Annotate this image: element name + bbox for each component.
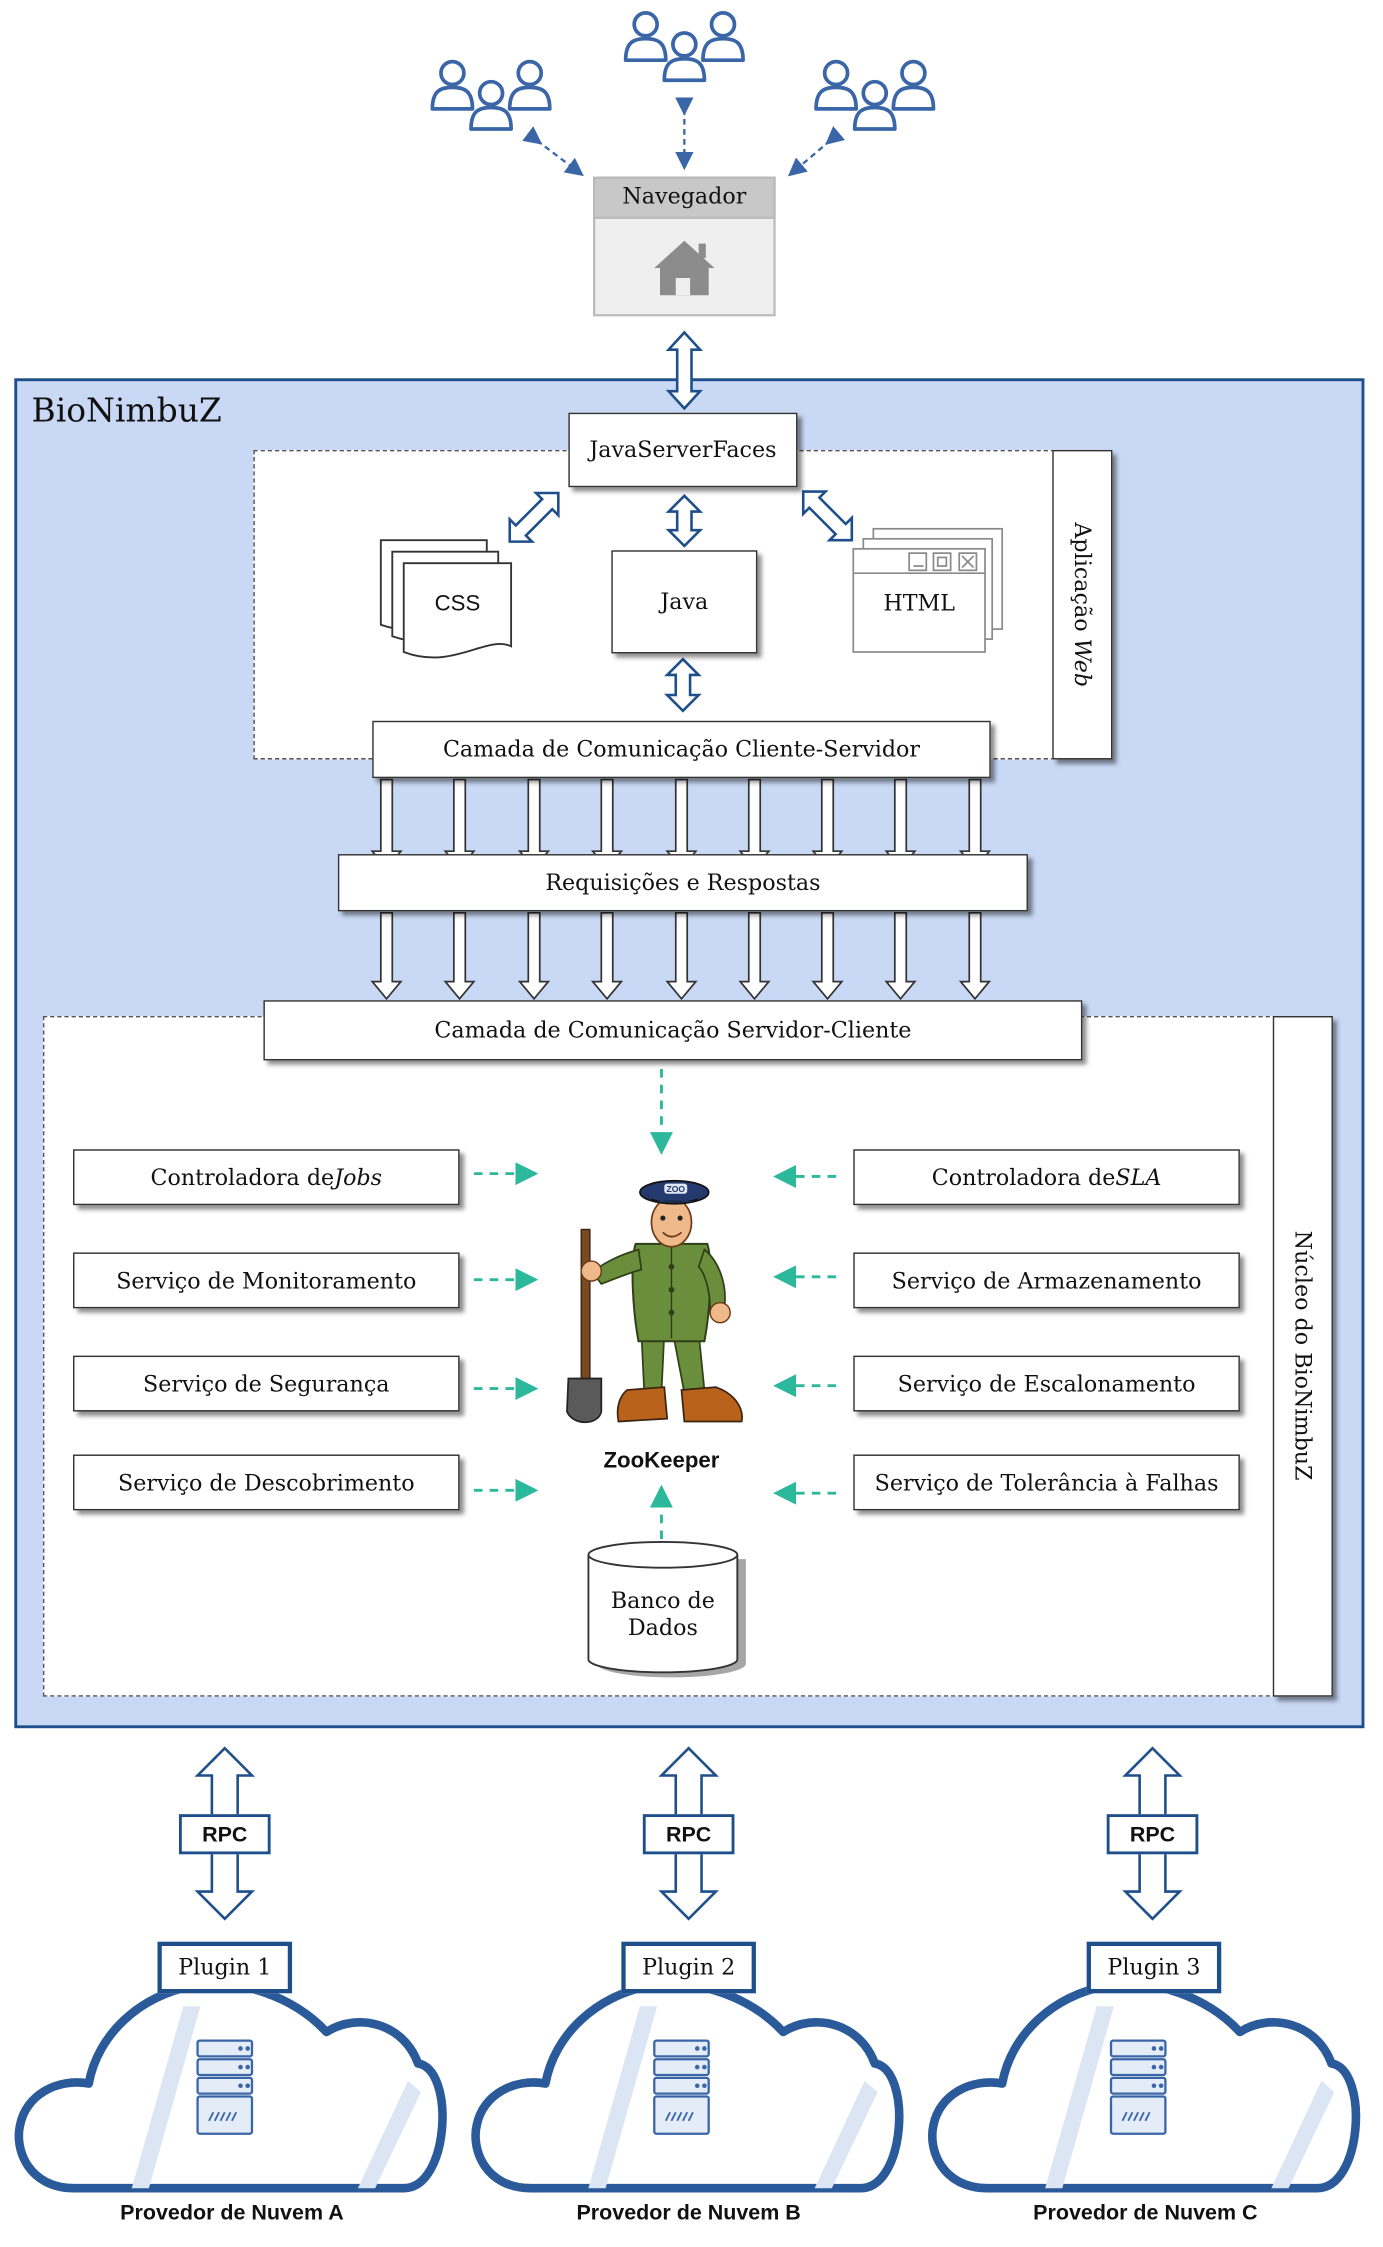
zookeeper-label: ZooKeeper [603,1448,720,1474]
plugin-box-3: Plugin 3 [1086,1941,1222,1994]
service-box-sla: Controladora de SLA [853,1149,1240,1206]
rpc-label-b: RPC [642,1814,735,1855]
request-arrow [443,911,476,1001]
html-label: HTML [883,590,955,617]
users-icon [626,13,743,80]
plugin-box-2: Plugin 2 [621,1941,756,1994]
core-tab [1272,1015,1333,1697]
server-icon [196,2039,254,2135]
request-arrow [665,911,698,1001]
server-icon [1109,2039,1167,2135]
rpc-label-c: RPC [1106,1814,1199,1855]
document-stack-icon [379,539,513,659]
database-icon [587,1540,746,1678]
jsf-box: JavaServerFaces [568,412,798,488]
service-box-monitoring: Serviço de Monitoramento [73,1252,460,1309]
zookeeper-mascot-icon: ZOO [566,1179,743,1424]
browser-title: Navegador [622,183,747,210]
cloud-icon [928,1979,1361,2193]
cloud-icon [14,1979,447,2193]
cloud-icon [471,1979,904,2193]
request-arrow [958,911,992,1001]
request-arrow [517,911,551,1001]
bionimbuz-title: BioNimbuZ [31,392,222,430]
users-icon [432,62,549,129]
core-label: Núcleo do BioNimbuZ [1289,1230,1316,1481]
request-arrow [884,911,917,1001]
service-box-fault-tolerance: Serviço de Tolerância à Falhas [853,1454,1240,1511]
service-box-discovery: Serviço de Descobrimento [73,1454,460,1511]
users-icon [816,62,933,129]
request-arrow [370,911,403,1001]
provider-label-a: Provedor de Nuvem A [120,2201,344,2226]
plugin-box-1: Plugin 1 [157,1941,293,1994]
java-box: Java [611,550,758,654]
browser-window [593,176,776,317]
service-box-scheduling: Serviço de Escalonamento [853,1355,1240,1412]
provider-label-b: Provedor de Nuvem B [576,2201,801,2226]
request-arrow [590,911,624,1001]
web-application-label: Aplicação Web [1069,522,1096,688]
client-server-layer-box: Camada de Comunicação Cliente-Servidor [372,720,991,779]
server-client-layer-box: Camada de Comunicação Servidor-Cliente [263,1000,1083,1061]
requests-responses-box: Requisições e Respostas [337,854,1028,912]
server-icon [653,2039,710,2135]
request-arrow [738,911,771,1001]
provider-label-c: Provedor de Nuvem C [1033,2201,1258,2226]
database-label: Banco de Dados [610,1587,715,1641]
svg-text:ZOO: ZOO [666,1184,685,1194]
window-stack-icon [852,527,1004,653]
service-box-security: Serviço de Segurança [73,1355,460,1412]
rpc-label-a: RPC [178,1814,271,1855]
web-application-tab [1052,449,1113,760]
service-box-jobs: Controladora de Jobs [73,1149,460,1206]
service-box-storage: Serviço de Armazenamento [853,1252,1240,1309]
css-label: CSS [434,591,481,617]
request-arrow [811,911,844,1001]
